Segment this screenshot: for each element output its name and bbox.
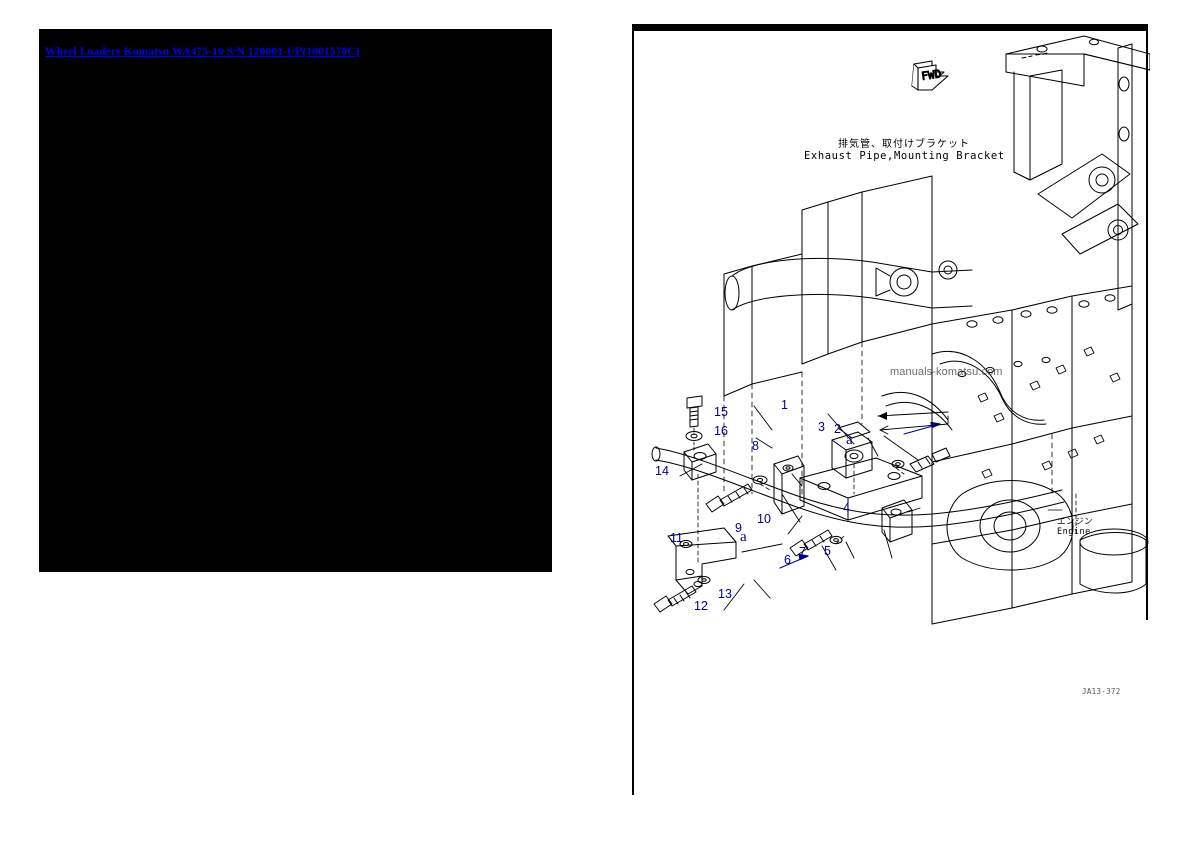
exploded-parts-linework: [651, 395, 1065, 613]
callout-number-8: 8: [752, 439, 759, 453]
drawing-number: JA13-372: [1082, 687, 1121, 696]
callout-number-4: 4: [843, 501, 850, 515]
callout-number-7: 7: [799, 545, 806, 559]
part-6-bolt: [789, 529, 833, 557]
part-12-bolt: [653, 585, 697, 613]
fwd-arrow-icon: FWD: [911, 60, 949, 91]
callout-number-13: 13: [718, 587, 732, 601]
parts-diagram-sheet: FWD: [632, 24, 1150, 799]
part-13-washer: [697, 576, 711, 584]
machine-assembly-linework: FWD: [723, 35, 1150, 625]
diagram-title-english: Exhaust Pipe,Mounting Bracket: [804, 150, 1005, 162]
diagram-title-japanese: 排気管、取付けブラケット: [838, 139, 970, 150]
section-marker-a: a: [846, 432, 853, 448]
sheet-top-border: [632, 24, 1148, 31]
sheet-right-border: [1146, 31, 1148, 620]
callout-number-5: 5: [824, 544, 831, 558]
part-15-bolt: [686, 395, 703, 428]
engine-label-japanese: エンジン: [1057, 517, 1094, 527]
part-11-bracket: [667, 527, 737, 595]
sheet-left-border: [632, 31, 634, 795]
callout-number-12: 12: [694, 599, 708, 613]
callout-number-10: 10: [757, 512, 771, 526]
catalog-title-link[interactable]: Wheel Loaders Komatsu WA475-10 S/N 12000…: [45, 46, 360, 58]
engine-label-english: Engine: [1057, 527, 1091, 537]
part-9-bolt: [705, 483, 753, 513]
callout-number-6: 6: [784, 553, 791, 567]
site-watermark: manuals-komatsu.com: [890, 366, 1003, 378]
callout-number-9: 9: [735, 521, 742, 535]
svg-text:FWD: FWD: [921, 67, 942, 83]
callout-number-3: 3: [818, 420, 825, 434]
callout-number-2: 2: [834, 422, 841, 436]
callout-number-1: 1: [781, 398, 788, 412]
section-marker-a: a: [740, 529, 747, 545]
callout-number-15: 15: [714, 405, 728, 419]
document-preview-panel: Wheel Loaders Komatsu WA475-10 S/N 12000…: [39, 29, 552, 572]
part-4-plate: [799, 457, 923, 521]
callout-number-14: 14: [655, 464, 669, 478]
part-7-washer: [829, 535, 843, 545]
part-3-washer: [891, 459, 905, 469]
part-2-bolt: [909, 447, 951, 473]
part-5-clamp: [881, 499, 913, 543]
part-1-bracket: [831, 421, 873, 479]
callout-number-16: 16: [714, 424, 728, 438]
callout-number-11: 11: [670, 531, 683, 545]
